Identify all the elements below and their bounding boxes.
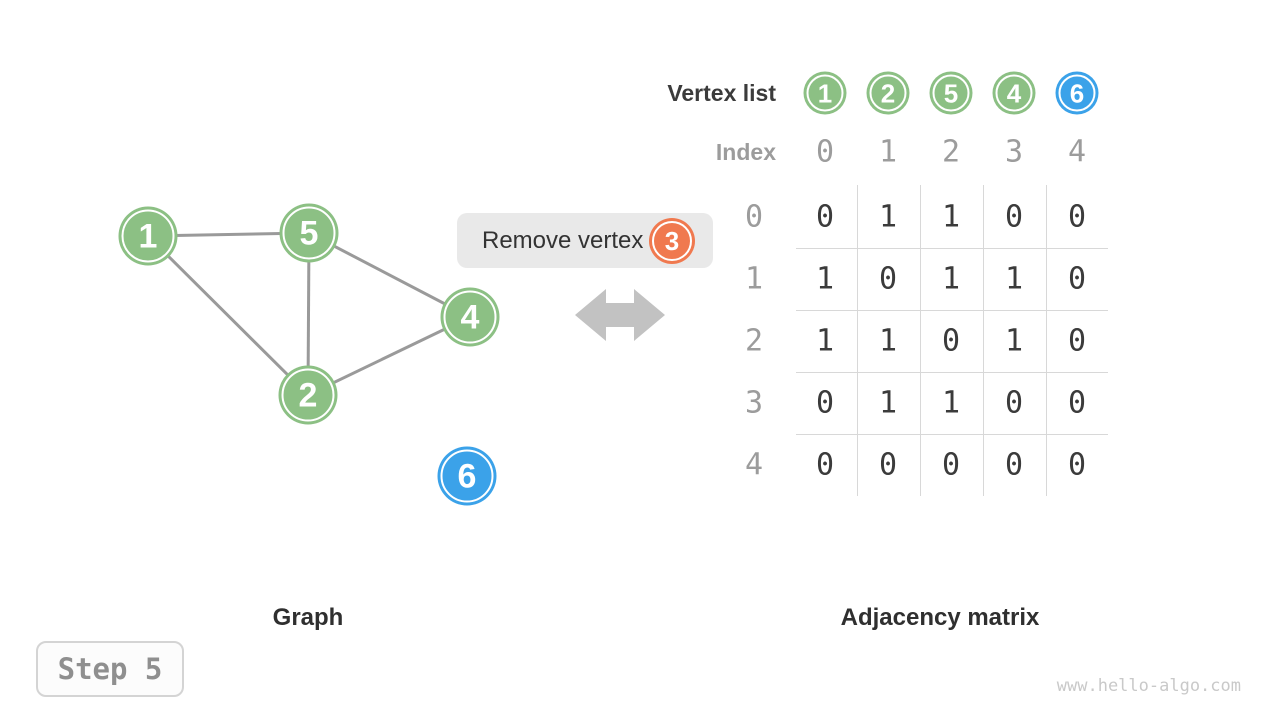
vertex-list-item-2: 2 <box>866 71 910 115</box>
vertex-list-label: Vertex list <box>667 80 776 106</box>
vertex-list-item-4: 4 <box>992 71 1036 115</box>
graph-node-1-label: 1 <box>138 217 158 255</box>
matrix-cell-0-0: 0 <box>815 199 835 235</box>
vertex-list-item-5-label: 5 <box>943 78 959 108</box>
index-value-4: 4 <box>1067 134 1087 170</box>
matrix-cell-3-2: 1 <box>941 385 961 421</box>
graph-node-1: 1 <box>118 206 178 266</box>
matrix-cell-2-2: 0 <box>941 323 961 359</box>
matrix-row-label-4: 4 <box>744 447 764 483</box>
vertex-list-item-1-label: 1 <box>817 78 833 108</box>
matrix-cell-0-2: 1 <box>941 199 961 235</box>
vertex-list-item-2-ring <box>869 74 907 112</box>
graph-edge-1-2 <box>146 234 310 397</box>
index-value-0: 0 <box>815 134 835 170</box>
matrix-cell-3-3: 0 <box>1004 385 1024 421</box>
graph-node-5: 5 <box>279 203 339 263</box>
matrix-cell-4-3: 0 <box>1004 447 1024 483</box>
vertex-list-item-6-ring <box>1058 74 1096 112</box>
vertex-list-item-6: 6 <box>1055 71 1099 115</box>
matrix-grid-vline <box>1045 185 1047 496</box>
vertex-list-item-4-label: 4 <box>1006 78 1022 108</box>
graph-node-4: 4 <box>440 287 500 347</box>
matrix-cell-4-0: 0 <box>815 447 835 483</box>
vertex-list-item-4-ring <box>995 74 1033 112</box>
matrix-row-label-1: 1 <box>744 261 764 297</box>
operation-target-badge: 3 <box>649 218 695 264</box>
vertex-list-item-1: 1 <box>803 71 847 115</box>
matrix-cell-1-2: 1 <box>941 261 961 297</box>
index-value-2: 2 <box>941 134 961 170</box>
matrix-row-label-0: 0 <box>744 199 764 235</box>
vertex-list-item-5: 5 <box>929 71 973 115</box>
matrix-cell-2-3: 1 <box>1004 323 1024 359</box>
vertex-list-item-1-ring <box>806 74 844 112</box>
graph-node-6: 6 <box>437 446 497 506</box>
matrix-cell-1-1: 0 <box>878 261 898 297</box>
graph-node-6-label: 6 <box>457 457 477 495</box>
matrix-title: Adjacency matrix <box>840 604 1040 631</box>
matrix-grid-vline <box>919 185 921 496</box>
vertex-list-item-6-label: 6 <box>1069 78 1085 108</box>
matrix-cell-3-1: 1 <box>878 385 898 421</box>
matrix-cell-4-2: 0 <box>941 447 961 483</box>
graph-node-1-ring <box>121 209 175 263</box>
matrix-grid-hline <box>796 248 1108 249</box>
matrix-row-label-3: 3 <box>744 385 764 421</box>
vertex-list-item-2-label: 2 <box>880 78 896 108</box>
matrix-cell-0-1: 1 <box>878 199 898 235</box>
index-value-3: 3 <box>1004 134 1024 170</box>
graph-node-4-ring <box>443 290 497 344</box>
graph-title: Graph <box>272 604 344 631</box>
graph-node-2-label: 2 <box>298 376 318 414</box>
operation-label: Remove vertex <box>482 226 644 254</box>
graph-node-2-ring <box>281 368 335 422</box>
matrix-cell-0-3: 0 <box>1004 199 1024 235</box>
matrix-grid-hline <box>796 434 1108 435</box>
vertex-list-item-5-ring <box>932 74 970 112</box>
matrix-grid-vline <box>982 185 984 496</box>
matrix-cell-1-0: 1 <box>815 261 835 297</box>
matrix-cell-2-4: 0 <box>1067 323 1087 359</box>
graph-node-4-label: 4 <box>460 298 480 336</box>
step-badge: Step 5 <box>36 641 184 697</box>
matrix-cell-4-4: 0 <box>1067 447 1087 483</box>
operation-target-badge-label: 3 <box>664 226 680 256</box>
graph-node-5-label: 5 <box>299 214 319 252</box>
matrix-cell-3-0: 0 <box>815 385 835 421</box>
operation-target-badge-ring <box>652 221 692 261</box>
watermark: www.hello-algo.com <box>1056 676 1241 696</box>
matrix-cell-2-0: 1 <box>815 323 835 359</box>
matrix-cell-4-1: 0 <box>878 447 898 483</box>
matrix-grid-hline <box>796 372 1108 373</box>
matrix-grid-hline <box>796 310 1108 311</box>
swap-arrow-icon <box>575 289 665 341</box>
index-value-1: 1 <box>878 134 898 170</box>
matrix-cell-3-4: 0 <box>1067 385 1087 421</box>
matrix-row-label-2: 2 <box>744 323 764 359</box>
matrix-cell-1-4: 0 <box>1067 261 1087 297</box>
matrix-cell-1-3: 1 <box>1004 261 1024 297</box>
matrix-grid-vline <box>856 185 858 496</box>
graph-node-6-ring <box>440 449 494 503</box>
graph-node-5-ring <box>282 206 336 260</box>
graph-node-2: 2 <box>278 365 338 425</box>
index-label: Index <box>715 139 776 165</box>
matrix-cell-2-1: 1 <box>878 323 898 359</box>
operation-pill: Remove vertex 3 <box>457 213 713 268</box>
matrix-cell-0-4: 0 <box>1067 199 1087 235</box>
